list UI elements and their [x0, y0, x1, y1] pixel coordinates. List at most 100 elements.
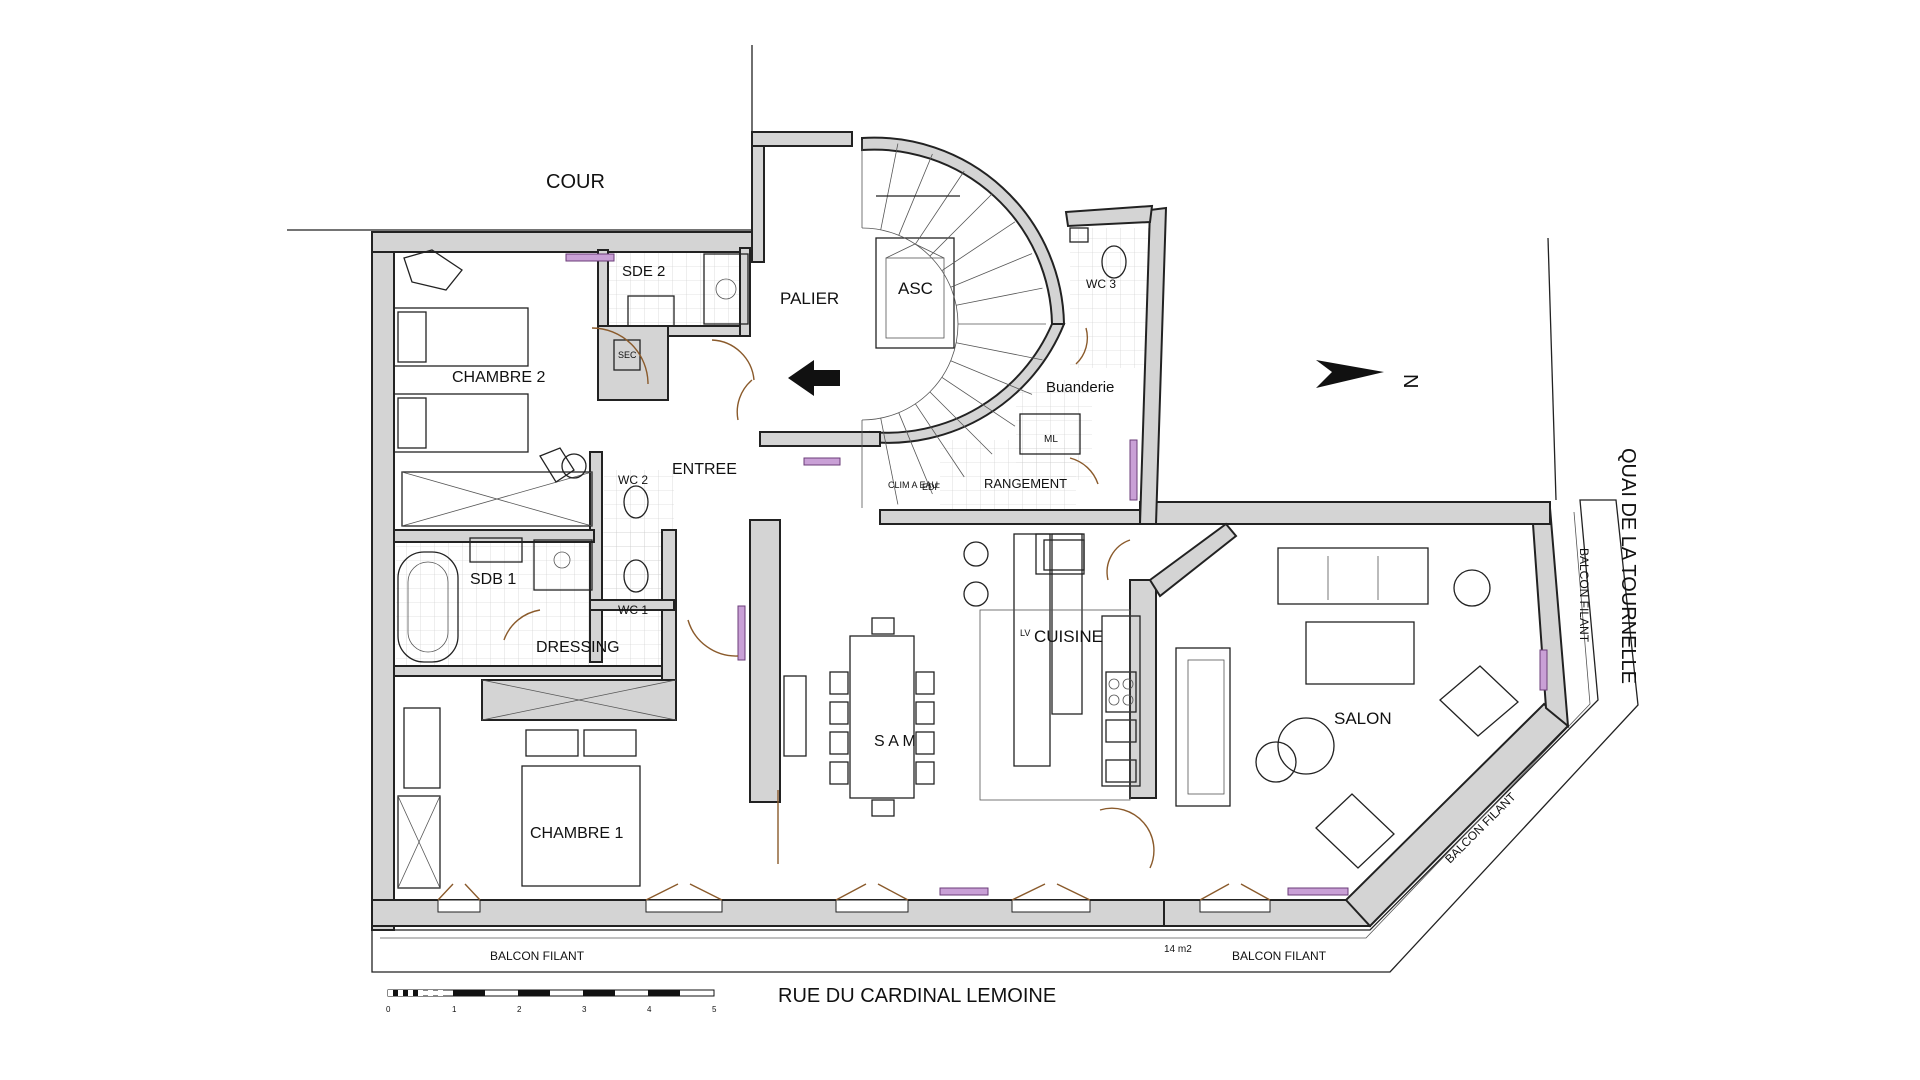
svg-text:ML: ML [1044, 434, 1058, 445]
label-cour: COUR [546, 171, 605, 193]
dining-table [829, 617, 935, 817]
scale-tick-1: 1 [452, 1005, 457, 1014]
stair-tread [950, 360, 1033, 395]
window-leaf [835, 883, 909, 901]
label-chambre1: CHAMBRE 1 [530, 825, 623, 842]
label-rangement: RANGEMENT [984, 476, 1067, 491]
sdb1-fixtures [397, 537, 593, 889]
scale-subdivision [388, 990, 393, 996]
north-arrow-icon [1316, 360, 1384, 388]
stair-tread [950, 253, 1033, 288]
staircase [861, 140, 1046, 508]
scale-tick-2: 2 [517, 1005, 522, 1014]
doors [503, 327, 1155, 869]
label-wc3: WC 3 [1086, 277, 1116, 291]
label-edf: EDF [922, 482, 941, 492]
window [1011, 899, 1091, 913]
label-chambre2: CHAMBRE 2 [452, 369, 545, 386]
stair-tread [929, 391, 993, 455]
scale-subdivision [418, 990, 423, 996]
label-wc2: WC 2 [618, 473, 648, 487]
label-balcon-east: BALCON FILANT [1577, 548, 1591, 643]
dining-chair [915, 701, 935, 725]
interior-walls [393, 247, 1238, 803]
label-sec: SEC [618, 350, 637, 360]
window [835, 899, 909, 913]
label-lv: LV [1020, 628, 1030, 638]
stair-tread [915, 170, 965, 245]
sideboard [783, 675, 807, 757]
scale-block [583, 990, 615, 996]
label-balcon-south-2: BALCON FILANT [1232, 949, 1327, 963]
stair-tread [880, 418, 899, 505]
exterior-walls [371, 131, 1570, 931]
scale-tick-5: 5 [712, 1005, 717, 1014]
scale-tick-3: 3 [582, 1005, 587, 1014]
label-surface: 14 m2 [1164, 944, 1192, 955]
window [1199, 899, 1271, 913]
label-dressing: DRESSING [536, 639, 620, 656]
scale-subdivision [428, 990, 433, 996]
street-south: RUE DU CARDINAL LEMOINE [778, 985, 1056, 1007]
dining-chair [829, 761, 849, 785]
window-leaf [1011, 883, 1091, 901]
stair-inner-edge [861, 227, 959, 421]
stair-tread [956, 342, 1043, 361]
kitchen-fixtures: ML [963, 413, 1141, 801]
dining-chair [871, 617, 895, 635]
stair-tread [898, 153, 933, 236]
dining-chair [915, 731, 935, 755]
scale-subdivision [438, 990, 443, 996]
label-salon: SALON [1334, 709, 1392, 728]
scale-subdivision [398, 990, 403, 996]
label-buanderie: Buanderie [1046, 379, 1114, 396]
label-entree: ENTREE [672, 461, 737, 478]
label-wc1: WC 1 [618, 603, 648, 617]
stair-tread [915, 403, 965, 478]
stair-tread [898, 412, 933, 495]
label-balcon-south-1: BALCON FILANT [490, 949, 585, 963]
label-palier: PALIER [780, 289, 839, 308]
street-east: QUAI DE LA TOURNELLE [1617, 448, 1639, 684]
dining-chair [915, 761, 935, 785]
label-cuisine: CUISINE [1034, 627, 1103, 646]
scale-block [648, 990, 680, 996]
windows [437, 883, 1271, 913]
window-leaf [437, 883, 481, 901]
entry-arrow-icon [788, 360, 840, 396]
scale-block [453, 990, 485, 996]
salon-furniture [1175, 547, 1519, 869]
stair-tread [880, 143, 899, 230]
window [437, 899, 481, 913]
dining-chair [829, 731, 849, 755]
scale-tick-4: 4 [647, 1005, 652, 1014]
radiators [565, 253, 1548, 896]
label-clim: CLIM A EAU [888, 480, 938, 490]
window [645, 899, 723, 913]
scale-block [518, 990, 550, 996]
label-sam: S A M [874, 733, 916, 750]
label-north: N [1399, 374, 1421, 388]
dining-chair [915, 671, 935, 695]
scale-subdivision [408, 990, 413, 996]
stair-tread [956, 287, 1043, 306]
window-leaf [1199, 883, 1271, 901]
label-asc: ASC [898, 279, 933, 298]
scale-tick-0: 0 [386, 1005, 391, 1014]
dining-chair [829, 701, 849, 725]
scale-block [388, 990, 420, 996]
stair-tread [929, 193, 993, 257]
label-sdb1: SDB 1 [470, 571, 516, 588]
window-leaf [645, 883, 723, 901]
dining-chair [829, 671, 849, 695]
stair-tread [941, 221, 1016, 271]
label-sde2: SDE 2 [622, 263, 665, 280]
wc-fixtures [623, 227, 1127, 593]
chambre1-bed [521, 729, 641, 887]
balcony-outline [371, 499, 1639, 973]
dining-chair [871, 799, 895, 817]
stair-tread [941, 377, 1016, 427]
scale-bar: 0 1 2 3 4 5 [386, 989, 717, 1014]
chambre2-furniture [393, 249, 593, 527]
